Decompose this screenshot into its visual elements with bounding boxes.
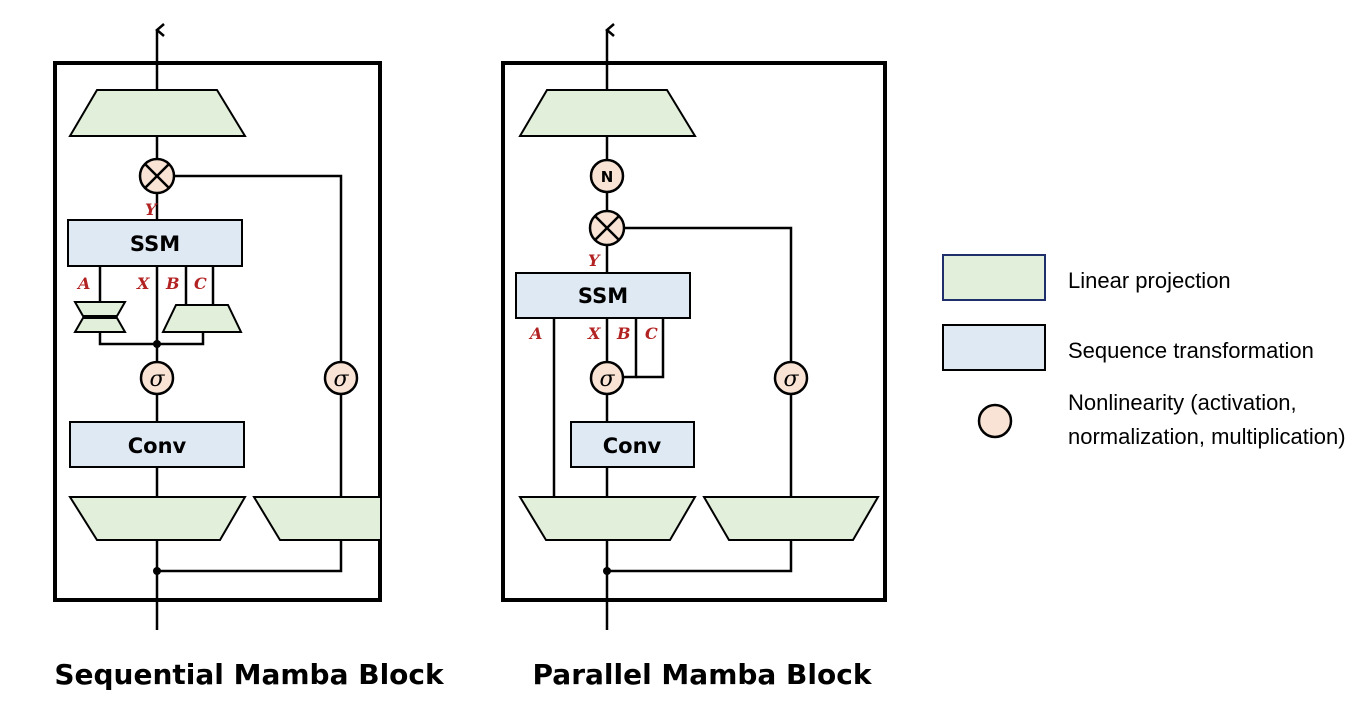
par-conv-box xyxy=(570,421,695,468)
seq-a-projection-down xyxy=(73,301,127,317)
seq-input-projection-gate xyxy=(252,496,380,541)
legend: Linear projection Sequence transformatio… xyxy=(942,254,1346,449)
seq-sigma-main-glyph: σ xyxy=(149,367,165,392)
par-gate-branch-bottom xyxy=(607,540,793,573)
seq-ssm-label: SSM xyxy=(130,232,180,256)
par-input-projection-main xyxy=(518,496,697,541)
seq-activation-main xyxy=(139,360,175,396)
par-norm-glyph: N xyxy=(601,168,614,186)
seq-conv-label: Conv xyxy=(128,434,187,458)
par-norm-op xyxy=(589,158,625,194)
seq-output-projection xyxy=(68,89,247,137)
par-ssm-box xyxy=(515,272,691,319)
seq-input-projection-main xyxy=(68,496,247,541)
seq-c-label: C xyxy=(194,274,207,293)
par-activation-main xyxy=(589,360,625,396)
par-multiply-x2 xyxy=(594,215,620,241)
parallel-block-title: Parallel Mamba Block xyxy=(533,658,873,691)
legend-linear-swatch xyxy=(942,254,1046,301)
seq-sigma-gate-glyph: σ xyxy=(333,367,349,392)
seq-multiply-x2 xyxy=(144,163,170,189)
par-y-label: Y xyxy=(588,251,601,270)
par-a-label: A xyxy=(528,324,542,343)
parallel-mamba-block: N Y SSM A X B C σ σ Conv xyxy=(501,23,887,630)
legend-item-sequence-transformation: Sequence transformation xyxy=(942,324,1314,371)
par-line-c xyxy=(636,318,665,379)
par-conv-label: Conv xyxy=(603,434,662,458)
legend-sequence-swatch xyxy=(942,324,1046,371)
seq-gate-branch-bottom xyxy=(157,540,343,573)
legend-nonlinearity-label-line2: normalization, multiplication) xyxy=(1068,424,1346,449)
seq-b-label: B xyxy=(165,274,180,293)
seq-ssm-box xyxy=(67,219,243,267)
seq-y-label: Y xyxy=(145,200,158,219)
legend-item-nonlinearity: Nonlinearity (activation, normalization,… xyxy=(977,390,1346,449)
seq-line-a-proj xyxy=(98,328,205,346)
seq-x-label: X xyxy=(136,274,150,293)
legend-nonlinearity-label-line1: Nonlinearity (activation, xyxy=(1068,390,1297,415)
legend-sequence-label: Sequence transformation xyxy=(1068,338,1314,363)
seq-a-projection-up xyxy=(73,317,127,333)
sequential-block-title: Sequential Mamba Block xyxy=(54,658,445,691)
par-gate-branch-line xyxy=(624,226,793,497)
sequential-mamba-block: Y SSM A X B C σ σ Conv xyxy=(53,23,382,630)
par-sigma-gate-glyph: σ xyxy=(783,367,799,392)
seq-bc-projection xyxy=(161,304,243,333)
seq-activation-gate xyxy=(323,360,359,396)
par-c-label: C xyxy=(645,324,658,343)
legend-linear-label: Linear projection xyxy=(1068,268,1231,293)
legend-nonlinearity-swatch xyxy=(977,403,1013,439)
parallel-block-frame xyxy=(501,61,887,602)
par-ssm-label: SSM xyxy=(578,284,628,308)
par-input-projection-gate xyxy=(702,496,880,541)
par-x-label: X xyxy=(587,324,601,343)
par-sigma-main-glyph: σ xyxy=(599,367,615,392)
sequential-block-frame xyxy=(53,61,382,602)
par-b-label: B xyxy=(616,324,631,343)
par-activation-gate xyxy=(773,360,809,396)
seq-a-label: A xyxy=(76,274,90,293)
seq-conv-box xyxy=(69,421,245,468)
par-output-projection xyxy=(518,89,697,137)
legend-item-linear-projection: Linear projection xyxy=(942,254,1231,301)
